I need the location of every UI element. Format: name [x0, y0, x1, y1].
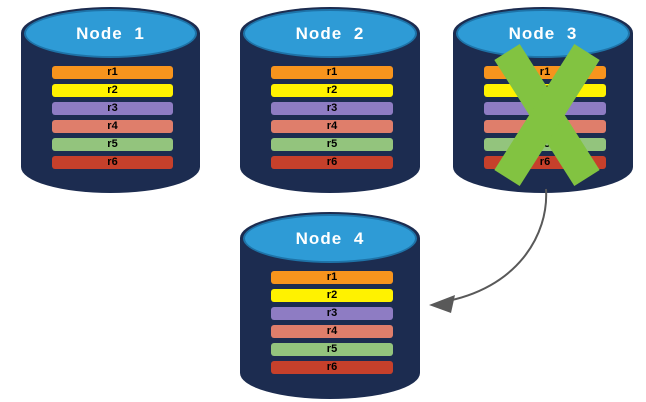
node-3-cylinder-top: Node 3: [456, 9, 630, 58]
node-4-replica-r1: r1: [271, 271, 393, 284]
node-2-replica-r2: r2: [271, 84, 393, 97]
node-2-cylinder-top: Node 2: [243, 9, 417, 58]
node-1-replica-r2: r2: [52, 84, 173, 97]
node-4-replica-r3: r3: [271, 307, 393, 320]
node-4-replica-r5: r5: [271, 343, 393, 356]
node-4-replica-r2: r2: [271, 289, 393, 302]
node-1-replica-r1: r1: [52, 66, 173, 79]
node-2-replica-r3: r3: [271, 102, 393, 115]
node-1-replica-r6: r6: [52, 156, 173, 169]
node-4-replica-r6: r6: [271, 361, 393, 374]
node-2-replica-r6: r6: [271, 156, 393, 169]
node-4: Node 4 r1 r2 r3 r4 r5 r6: [240, 212, 420, 399]
node-2-replica-r5: r5: [271, 138, 393, 151]
node-1-cylinder-top: Node 1: [24, 9, 197, 58]
failover-arrow-line: [441, 188, 548, 303]
node-2-replica-r1: r1: [271, 66, 393, 79]
failure-x-stroke-2: [494, 43, 600, 187]
failover-arrow: [429, 188, 548, 313]
failure-x-icon: [494, 43, 600, 187]
node-2-replicas: r1 r2 r3 r4 r5 r6: [271, 66, 393, 169]
node-1-replicas: r1 r2 r3 r4 r5 r6: [52, 66, 173, 169]
node-1-replica-r4: r4: [52, 120, 173, 133]
node-2: Node 2 r1 r2 r3 r4 r5 r6: [240, 7, 420, 193]
node-1: Node 1 r1 r2 r3 r4 r5 r6: [21, 7, 200, 193]
node-1-replica-r5: r5: [52, 138, 173, 151]
failover-arrowhead-icon: [429, 295, 455, 313]
node-4-replica-r4: r4: [271, 325, 393, 338]
node-3-label: Node 3: [508, 23, 578, 43]
node-1-label: Node 1: [76, 23, 145, 43]
node-2-label: Node 2: [295, 23, 365, 43]
node-4-cylinder-top: Node 4: [243, 214, 417, 263]
node-2-replica-r4: r4: [271, 120, 393, 133]
node-4-replicas: r1 r2 r3 r4 r5 r6: [271, 271, 393, 374]
node-4-label: Node 4: [295, 228, 365, 248]
node-1-replica-r3: r3: [52, 102, 173, 115]
